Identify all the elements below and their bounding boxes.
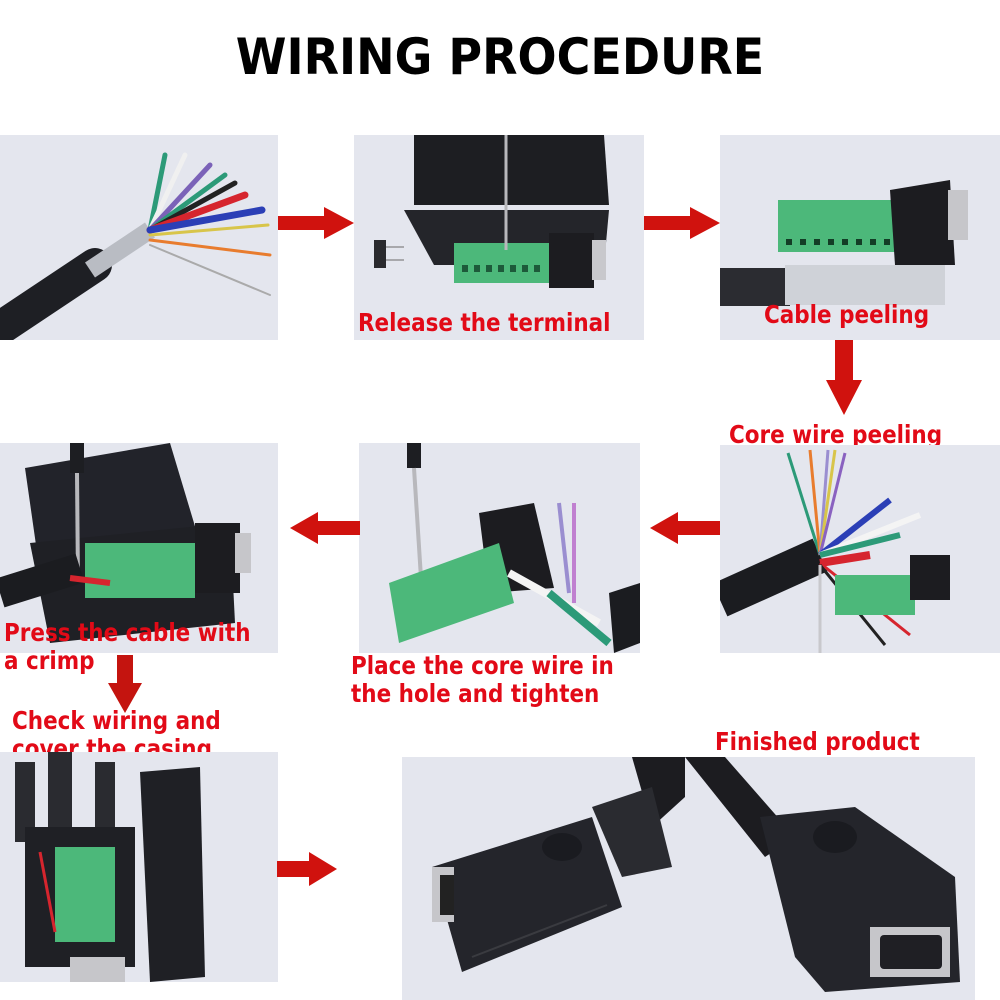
photo-core-wire-peeling	[720, 445, 1000, 653]
screwdriver-terminal-icon	[359, 443, 640, 653]
photo-raw-cable	[0, 135, 278, 340]
arrow-down-icon	[826, 340, 862, 415]
open-casing-icon	[0, 752, 278, 982]
step-caption: Press the cable with	[4, 618, 251, 647]
step-caption: Cable peeling	[764, 300, 930, 329]
arrow-left-icon	[290, 512, 360, 544]
vga-connector-icon	[402, 757, 685, 1000]
step-caption: Check wiring and	[12, 706, 221, 735]
arrow-right-icon	[644, 207, 720, 239]
step-caption: Release the terminal	[358, 308, 611, 337]
photo-finished-product-front	[685, 757, 975, 1000]
terminal-block-icon	[720, 135, 1000, 340]
crimp-connector-icon	[0, 443, 278, 653]
step-caption: Place the core wire in	[351, 651, 614, 680]
arrow-left-icon	[650, 512, 720, 544]
photo-place-core-wire	[359, 443, 640, 653]
photo-release-terminal: Release the terminal	[354, 135, 644, 340]
step-caption: the hole and tighten	[351, 679, 600, 708]
arrow-right-icon	[277, 852, 337, 886]
arrow-right-icon	[278, 207, 354, 239]
page-title: WIRING PROCEDURE	[235, 28, 765, 86]
step-caption: Core wire peeling	[729, 420, 943, 449]
step-caption: Finished product	[715, 727, 920, 756]
arrow-down-icon	[108, 655, 142, 713]
core-wire-icon	[720, 445, 1000, 653]
connector-shell-icon	[354, 135, 644, 340]
photo-finished-product-side	[402, 757, 685, 1000]
photo-press-cable: Press the cable with	[0, 443, 278, 653]
photo-cable-peeling: Cable peeling	[720, 135, 1000, 340]
step-caption: a crimp	[4, 646, 95, 675]
vga-connector-icon	[685, 757, 975, 1000]
stripped-cable-icon	[0, 135, 278, 340]
photo-check-wiring	[0, 752, 278, 982]
